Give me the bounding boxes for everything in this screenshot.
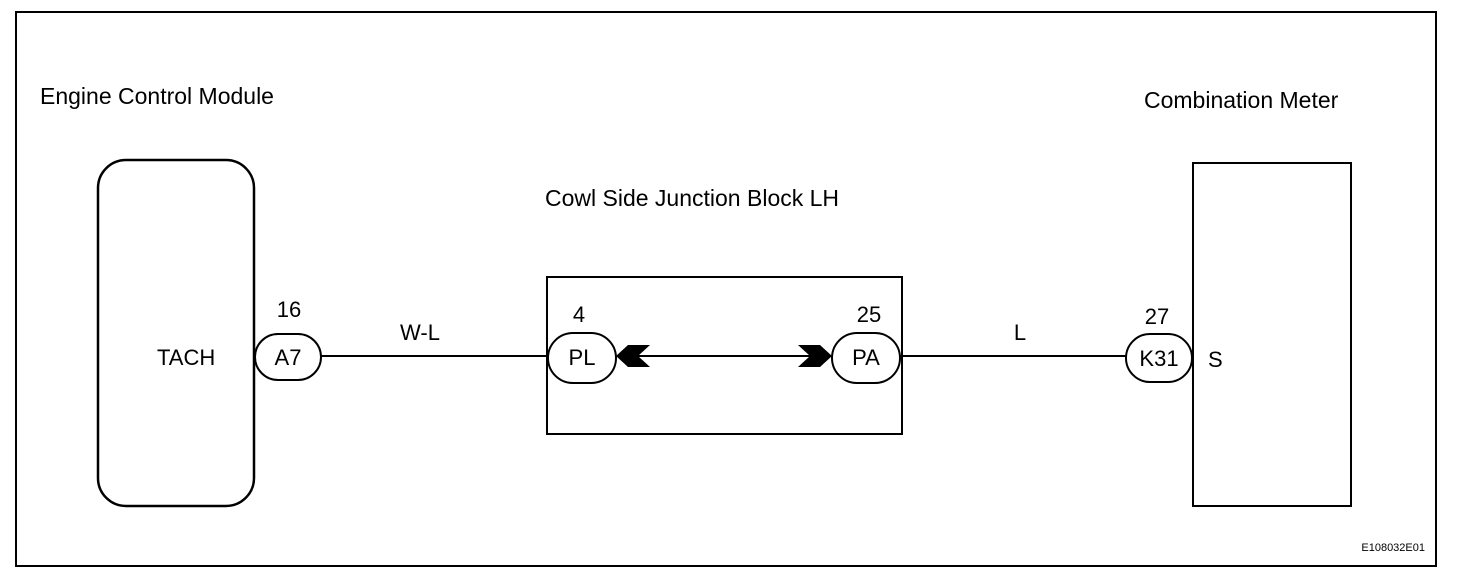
diagram-frame <box>15 11 1437 567</box>
ecm-terminal-label: TACH <box>157 345 215 370</box>
wire-junction-to-meter: L <box>900 320 1126 357</box>
connector-pl-pill <box>547 332 617 384</box>
wire-ecm-to-junction: W-L <box>321 320 548 357</box>
connector-pa-code: PA <box>852 345 880 370</box>
connector-k31-pin: 27 <box>1145 304 1169 329</box>
combination-meter: Combination Meter S <box>1144 87 1352 507</box>
wire-color-w-l: W-L <box>400 320 440 345</box>
meter-terminal-label: S <box>1208 347 1223 372</box>
connector-k31: 27 K31 <box>1125 304 1193 383</box>
connector-pa-pill <box>831 332 901 384</box>
junction-block-title: Cowl Side Junction Block LH <box>545 185 839 211</box>
connector-a7: 16 A7 <box>254 297 322 381</box>
connector-pa-pin: 25 <box>857 302 881 327</box>
connector-a7-code: A7 <box>275 345 302 370</box>
ecm-title: Engine Control Module <box>40 83 274 109</box>
connector-pl-pin: 4 <box>573 302 585 327</box>
wire-color-l: L <box>1014 320 1026 345</box>
meter-title: Combination Meter <box>1144 87 1339 113</box>
connector-pa: 25 PA <box>831 302 901 384</box>
ecm-box <box>96 158 256 508</box>
connector-pl: 4 PL <box>547 302 617 384</box>
arrow-right-icon <box>798 345 832 367</box>
connector-k31-code: K31 <box>1139 346 1178 371</box>
cowl-side-junction-block: Cowl Side Junction Block LH 4 PL 25 PA <box>545 185 903 435</box>
figure-id: E108032E01 <box>1361 542 1425 554</box>
connector-a7-pin: 16 <box>277 297 301 322</box>
arrow-left-icon <box>616 345 650 367</box>
engine-control-module: Engine Control Module TACH <box>40 83 274 508</box>
meter-box <box>1192 162 1352 507</box>
connector-pl-code: PL <box>569 345 596 370</box>
